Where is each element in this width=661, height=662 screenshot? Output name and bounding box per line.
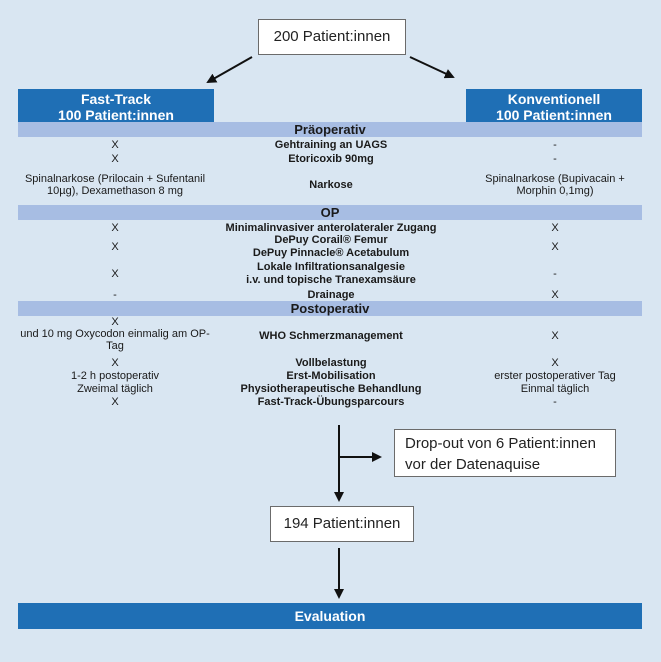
dropout-line2: vor der Datenaquise	[405, 456, 541, 473]
row-vollbelastung-label: Vollbelastung	[295, 356, 367, 369]
row-narkose-right: Spinalnarkose (Bupivacain + Morphin 0,1m…	[485, 173, 625, 197]
row-vollbelastung-right: X	[551, 356, 559, 369]
evaluation-bar: Evaluation	[18, 603, 642, 629]
row-schmerz-left: X und 10 mg Oxycodon einmalig am OP-Tag	[14, 316, 216, 356]
row-physio-label: Physiotherapeutische Behandlung	[240, 382, 422, 395]
row-implantat-left: X	[111, 241, 119, 253]
row-etoricoxib-left: X	[111, 152, 119, 165]
implantat-acetabulum: DePuy Pinnacle® Acetabulum	[252, 247, 410, 259]
row-infiltration-right: -	[553, 268, 557, 280]
fast-track-count: 100 Patient:innen	[58, 107, 174, 123]
row-narkose-label: Narkose	[309, 179, 353, 191]
row-etoricoxib-right: -	[553, 152, 557, 165]
dropout-line1: Drop-out von 6 Patient:innen	[405, 435, 596, 452]
row-drainage-right: X	[551, 288, 559, 301]
row-mobilisation-left: 1-2 h postoperativ	[70, 369, 160, 382]
row-implantat-label: DePuy Corail® Femur DePuy Pinnacle® Acet…	[216, 234, 446, 260]
row-parcours-left: X	[111, 395, 119, 408]
row-mobilisation-right: erster postoperativer Tag	[494, 369, 616, 382]
row-etoricoxib-label: Etoricoxib 90mg	[288, 152, 374, 165]
row-mobilisation-label: Erst-Mobilisation	[286, 369, 376, 382]
total-patients-box: 200 Patient:innen	[258, 19, 406, 55]
row-infiltration-left: X	[111, 268, 119, 280]
row-gehtraining-label: Gehtraining an UAGS	[274, 138, 388, 151]
row-drainage-label: Drainage	[307, 288, 355, 301]
arrow-to-fast-track	[206, 56, 253, 83]
konventionell-header: Konventionell 100 Patient:innen	[466, 89, 642, 124]
total-patients-label: 200 Patient:innen	[273, 28, 391, 45]
fast-track-header: Fast-Track 100 Patient:innen	[18, 89, 214, 124]
row-gehtraining-right: -	[553, 138, 557, 151]
schmerz-left-oxycodon: und 10 mg Oxycodon einmalig am OP-Tag	[20, 328, 210, 352]
row-vollbelastung-left: X	[111, 356, 119, 369]
konventionell-count: 100 Patient:innen	[496, 107, 612, 123]
row-parcours-label: Fast-Track-Übungsparcours	[257, 395, 405, 408]
section-op: OP	[18, 205, 642, 220]
section-postoperativ: Postoperativ	[18, 301, 642, 316]
row-schmerz-right: X	[551, 330, 559, 342]
row-zugang-right: X	[551, 221, 559, 234]
row-implantat-right: X	[551, 241, 559, 253]
schmerz-left-x: X	[111, 316, 119, 328]
infiltration-line1: Lokale Infiltrationsanalgesie	[257, 261, 405, 273]
row-infiltration-label: Lokale Infiltrationsanalgesie i.v. und t…	[216, 261, 446, 287]
section-praeoperativ: Präoperativ	[18, 122, 642, 137]
row-parcours-right: -	[553, 395, 557, 408]
row-physio-left: Zweimal täglich	[77, 382, 153, 395]
row-drainage-left: -	[113, 288, 117, 301]
fast-track-title: Fast-Track	[80, 91, 152, 107]
remaining-patients-label: 194 Patient:innen	[283, 515, 401, 532]
row-physio-right: Einmal täglich	[520, 382, 590, 395]
implantat-femur: DePuy Corail® Femur	[274, 234, 388, 246]
arrow-to-konventionell	[409, 56, 455, 79]
row-zugang-label: Minimalinvasiver anterolateraler Zugang	[225, 221, 437, 234]
remaining-patients-box: 194 Patient:innen	[270, 506, 414, 542]
row-narkose-left: Spinalnarkose (Prilocain + Sufentanil 10…	[24, 173, 206, 197]
row-schmerz-label: WHO Schmerzmanagement	[259, 330, 403, 342]
row-zugang-left: X	[111, 221, 119, 234]
konventionell-title: Konventionell	[507, 91, 601, 107]
row-gehtraining-left: X	[111, 138, 119, 151]
dropout-box: Drop-out von 6 Patient:innen vor der Dat…	[394, 429, 616, 477]
infiltration-line2: i.v. und topische Tranexamsäure	[246, 274, 416, 286]
